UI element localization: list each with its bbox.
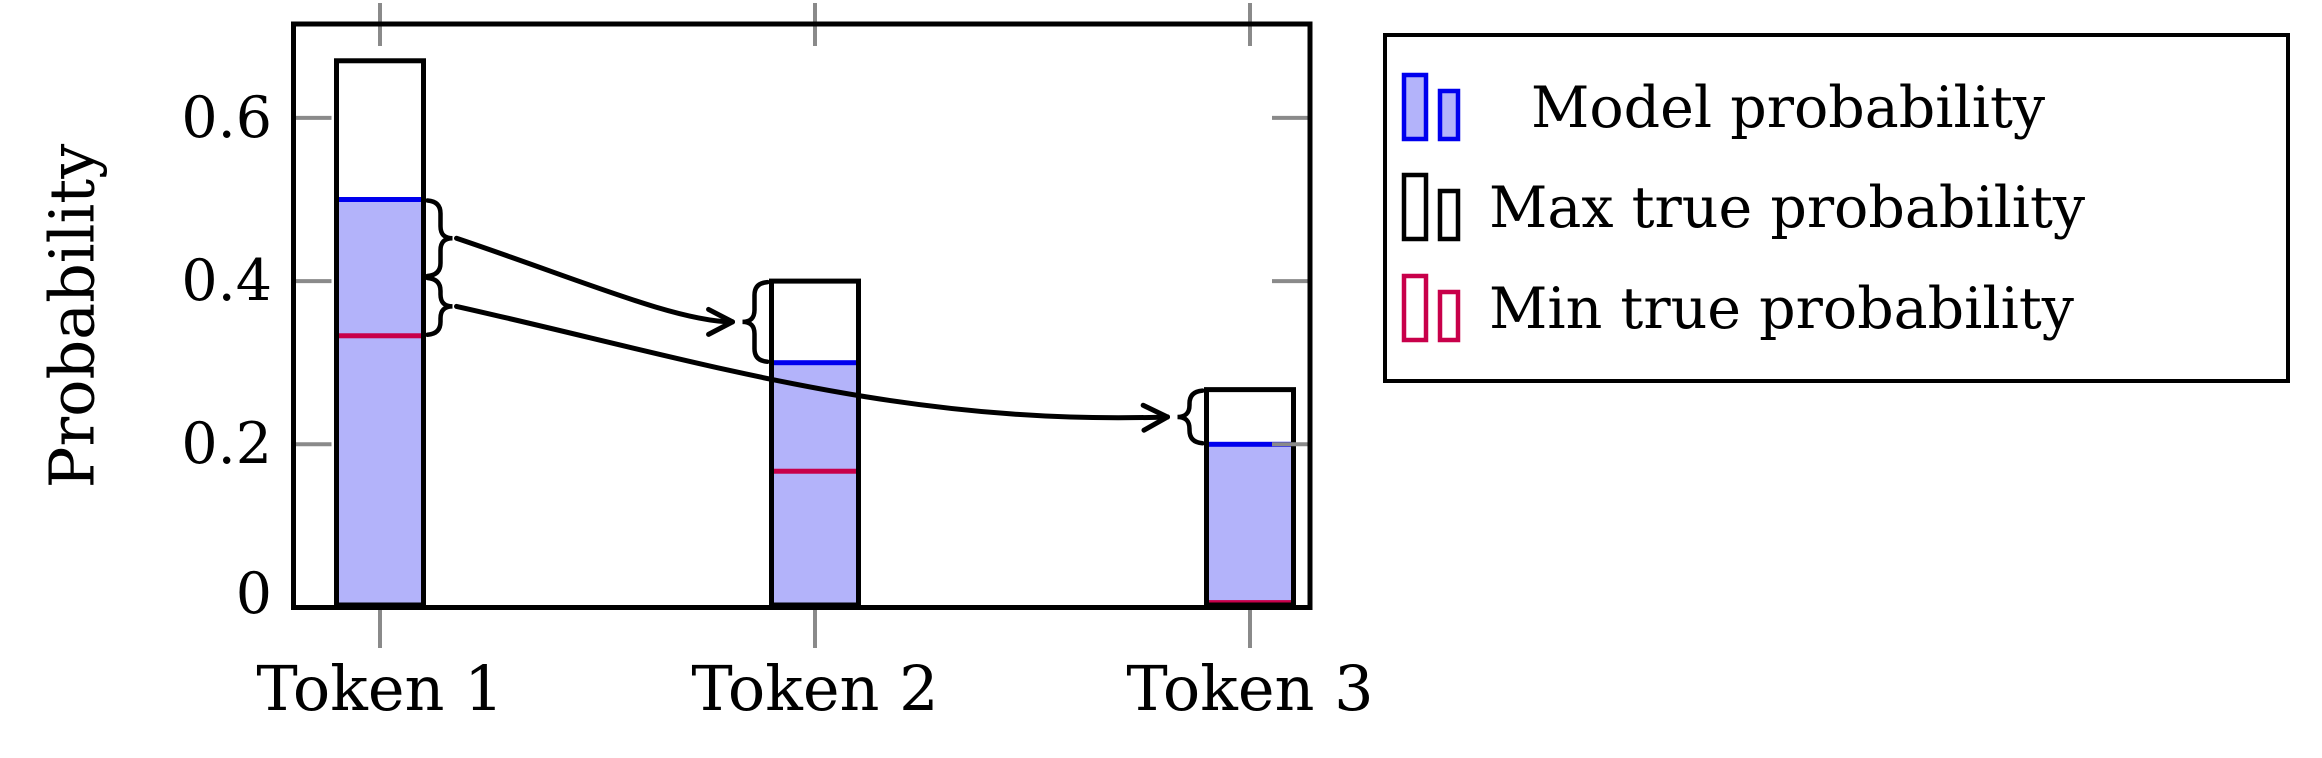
y-tick-label: 0.4 bbox=[181, 248, 272, 315]
transfer-arrowhead bbox=[706, 306, 735, 325]
y-axis-title: Probability bbox=[35, 143, 109, 489]
y-tick-label: 0.2 bbox=[181, 411, 272, 478]
model-probability-bar bbox=[1204, 441, 1296, 608]
target-brace bbox=[742, 279, 770, 364]
x-axis-category-label: Token 1 bbox=[256, 652, 504, 725]
transfer-arrowhead bbox=[1141, 414, 1170, 433]
legend-swatch-bars-icon bbox=[1401, 72, 1461, 141]
legend-entry: Max true probability bbox=[1401, 172, 2286, 244]
legend-mini-bar bbox=[1437, 188, 1461, 242]
model-probability-bar bbox=[769, 360, 861, 608]
source-brace bbox=[425, 198, 453, 279]
legend-mini-bar bbox=[1437, 88, 1461, 141]
source-brace bbox=[425, 275, 453, 338]
legend-mini-bar bbox=[1437, 289, 1461, 342]
plot-border bbox=[291, 21, 1313, 610]
legend-entry: Min true probability bbox=[1401, 273, 2286, 345]
transfer-arrowhead bbox=[706, 319, 735, 337]
legend-swatch-bars-icon bbox=[1401, 273, 1461, 342]
x-axis-category-label: Token 2 bbox=[691, 652, 939, 725]
legend-swatch-bars-icon bbox=[1401, 172, 1461, 242]
y-tick-label: 0 bbox=[235, 561, 272, 627]
legend-mini-bar bbox=[1401, 72, 1429, 141]
target-brace bbox=[1177, 388, 1205, 446]
y-tick-label: 0.6 bbox=[181, 84, 272, 151]
transfer-arrow bbox=[454, 235, 735, 325]
model-probability-bar bbox=[334, 197, 426, 608]
legend-mini-bar bbox=[1401, 172, 1429, 242]
legend-label: Max true probability bbox=[1489, 175, 2086, 241]
transfer-arrow bbox=[454, 303, 1170, 421]
legend-label: Min true probability bbox=[1489, 275, 2074, 342]
legend-label: Model probability bbox=[1531, 74, 2046, 141]
legend-entry: Model probability bbox=[1401, 72, 2286, 144]
legend-mini-bar bbox=[1401, 273, 1429, 342]
x-axis-category-label: Token 3 bbox=[1126, 652, 1374, 725]
transfer-arrowhead bbox=[1140, 402, 1170, 420]
